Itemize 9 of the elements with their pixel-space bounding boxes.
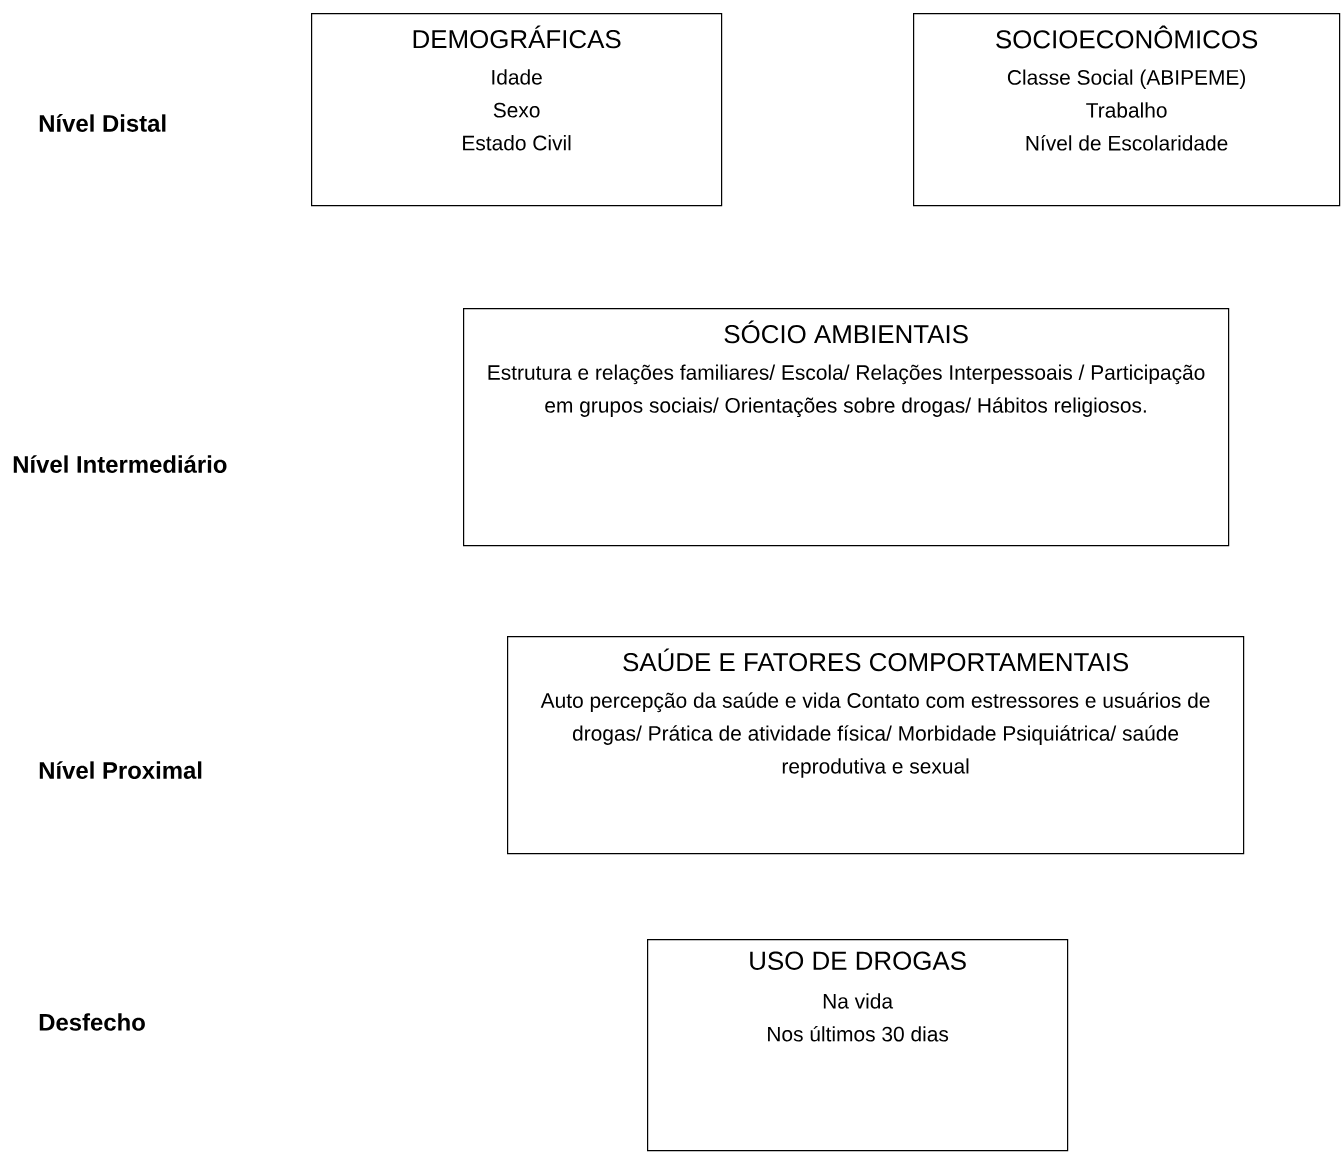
level-label: Nível Distal <box>39 114 166 132</box>
level-label: Nível Intermediário <box>13 455 227 473</box>
category-box: USO DE DROGAS Na vida Nos últimos 30 dias <box>647 939 1069 1152</box>
category-box: SAÚDE E FATORES COMPORTAMENTAIS Auto percepção da saúde e vida Contato com estressores e usuários de drogas/ Prática de atividade física/ Morbidade Psiquiátrica/ saúde reprodutiva e sexual <box>507 636 1245 855</box>
category-box: SÓCIO AMBIENTAIS Estrutura e relações familiares/ Escola/ Relações Interpessoais / Participação em grupos sociais/ Orientações sobre drogas/ Hábitos religiosos. <box>463 308 1230 547</box>
level-label: Nível Proximal <box>39 761 202 779</box>
level-label: Desfecho <box>39 1013 145 1031</box>
category-box: DEMOGRÁFICAS Idade Sexo Estado Civil <box>311 13 723 207</box>
category-box: SOCIOECONÔMICOS Classe Social (ABIPEME) Trabalho Nível de Escolaridade <box>913 13 1341 207</box>
